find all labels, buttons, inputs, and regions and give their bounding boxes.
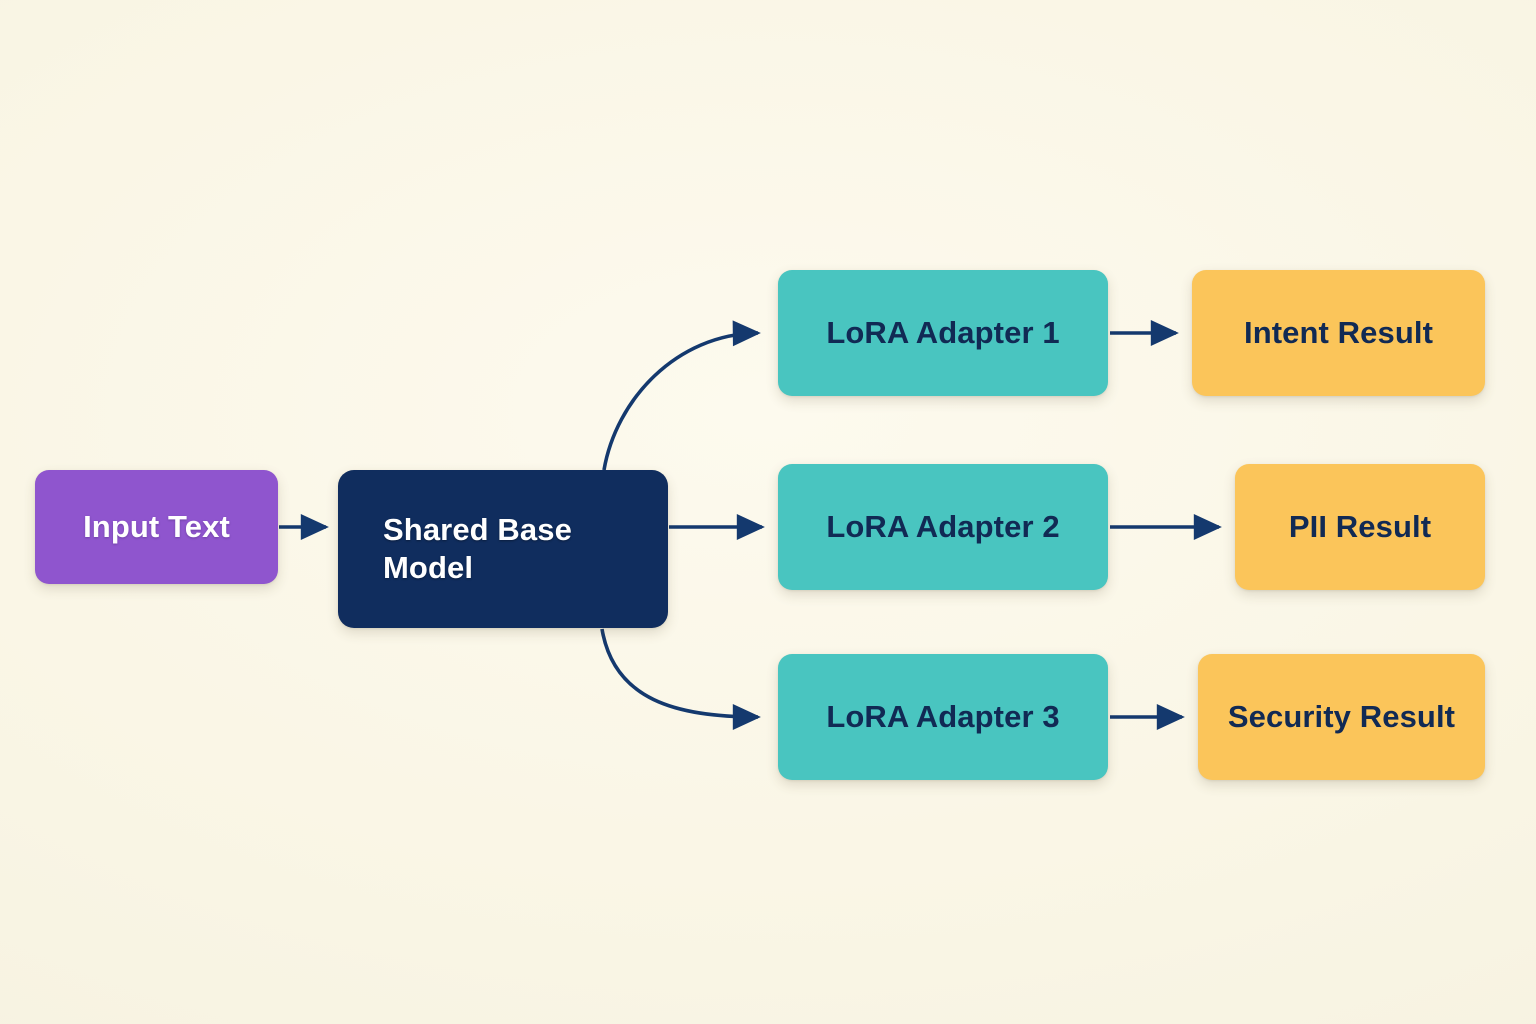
node-input-text[interactable]: Input Text xyxy=(35,470,278,584)
node-lora-adapter-3[interactable]: LoRA Adapter 3 xyxy=(778,654,1108,780)
node-shared-base-model[interactable]: Shared Base Model xyxy=(338,470,668,628)
node-intent-result-label: Intent Result xyxy=(1243,315,1434,351)
node-lora-adapter-1[interactable]: LoRA Adapter 1 xyxy=(778,270,1108,396)
node-input-text-label: Input Text xyxy=(83,509,230,545)
edge-base-to-adapter1 xyxy=(602,320,761,471)
node-intent-result[interactable]: Intent Result xyxy=(1192,270,1485,396)
node-lora-adapter-2[interactable]: LoRA Adapter 2 xyxy=(778,464,1108,590)
node-security-result-label: Security Result xyxy=(1227,699,1456,735)
node-lora-adapter-3-label: LoRA Adapter 3 xyxy=(826,699,1060,735)
node-lora-adapter-2-label: LoRA Adapter 2 xyxy=(826,509,1060,545)
node-lora-adapter-1-label: LoRA Adapter 1 xyxy=(826,315,1060,351)
node-pii-result[interactable]: PII Result xyxy=(1235,464,1485,590)
edge-base-to-adapter3 xyxy=(600,628,761,730)
node-security-result[interactable]: Security Result xyxy=(1198,654,1485,780)
node-shared-base-model-label: Shared Base Model xyxy=(383,512,572,585)
node-pii-result-label: PII Result xyxy=(1288,509,1432,545)
